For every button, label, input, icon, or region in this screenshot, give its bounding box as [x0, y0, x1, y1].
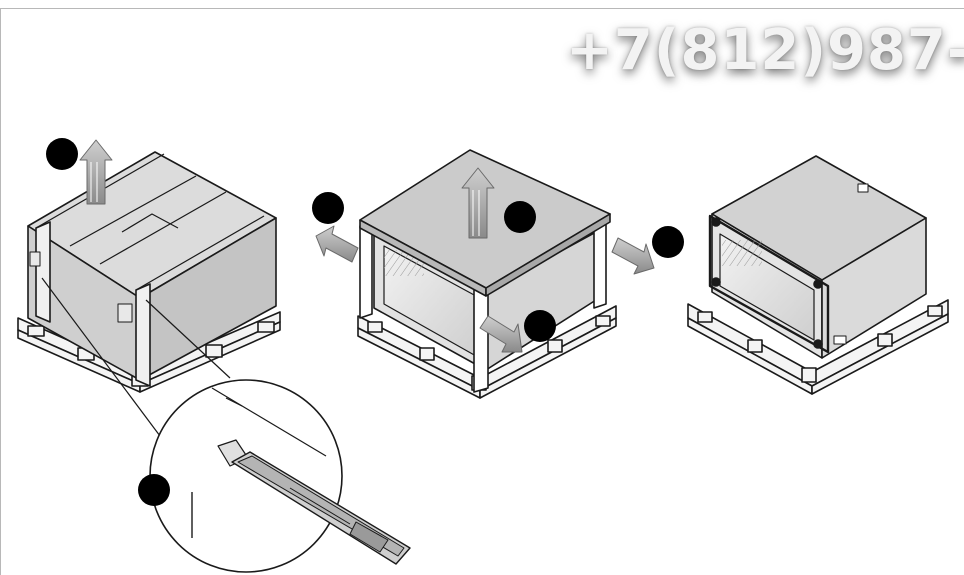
- step-2-frame-and-lid: [315, 149, 655, 399]
- step-1-strap-right: [135, 283, 151, 387]
- step-2-arrow-right: [611, 237, 655, 275]
- step-1-lift-arrow: [79, 139, 113, 205]
- step-2-corner-post: [359, 221, 373, 319]
- step-marker-2-left: [312, 192, 344, 224]
- cutter-knife-icon: [217, 439, 411, 565]
- step-marker-2-lid: [504, 201, 536, 233]
- step-marker-2-front: [524, 310, 556, 342]
- step-2-arrow-left: [315, 225, 359, 263]
- step-marker-2-right: [652, 226, 684, 258]
- step-1-boxed-unit: [17, 139, 411, 573]
- frame-top-line: [0, 8, 964, 9]
- step-marker-1b: [138, 474, 170, 506]
- step-1-strap-left: [35, 221, 51, 323]
- step-marker-1a: [46, 138, 78, 170]
- step-3-unpacked-oven: [687, 155, 949, 395]
- step-1-callout-pointer-right: [145, 299, 231, 379]
- step-2-arrow-front: [479, 315, 523, 353]
- frame-left-line: [0, 8, 1, 575]
- step-2-lift-arrow: [461, 167, 495, 239]
- step-1-callout-pointer-left: [41, 277, 161, 437]
- step-markers: [46, 138, 684, 506]
- step-3-pallet: [687, 299, 949, 395]
- phone-watermark: +7(812)987-0: [566, 18, 964, 83]
- step-3-oven-side: [821, 217, 927, 359]
